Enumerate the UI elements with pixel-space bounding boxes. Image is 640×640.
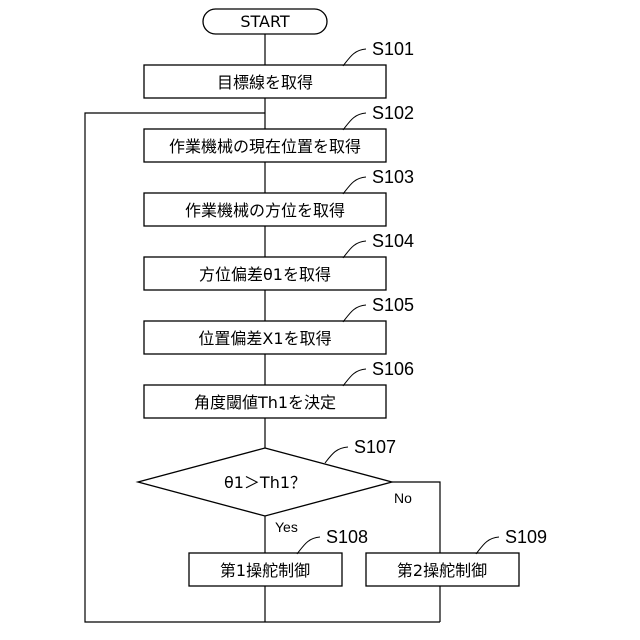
decision-s107: θ1＞Th1？ S107 [138, 437, 396, 516]
decision-s107-text: θ1＞Th1？ [224, 473, 306, 492]
step-s101: 目標線を取得 S101 [144, 39, 414, 98]
step-s102-id: S102 [372, 103, 414, 123]
step-s104-text: 方位偏差θ1を取得 [199, 265, 331, 284]
step-s103: 作業機械の方位を取得 S103 [144, 167, 414, 226]
step-s108: 第1操舵制御 S108 [189, 527, 368, 586]
start-label: START [240, 12, 290, 31]
step-s104: 方位偏差θ1を取得 S104 [144, 231, 414, 290]
decision-s107-id: S107 [354, 437, 396, 457]
step-s101-id: S101 [372, 39, 414, 59]
step-s102-text: 作業機械の現在位置を取得 [169, 137, 361, 156]
step-s108-text: 第1操舵制御 [220, 561, 310, 580]
step-s105-id: S105 [372, 295, 414, 315]
step-s108-id: S108 [326, 527, 368, 547]
step-s105-text: 位置偏差X1を取得 [198, 329, 331, 348]
yes-label: Yes [275, 519, 298, 535]
no-label: No [394, 490, 412, 506]
step-s103-id: S103 [372, 167, 414, 187]
start-terminal: START [203, 9, 327, 34]
step-s109-text: 第2操舵制御 [397, 561, 487, 580]
step-s104-id: S104 [372, 231, 414, 251]
step-s109: 第2操舵制御 S109 [366, 527, 547, 586]
step-s106: 角度閾値Th1を決定 S106 [144, 359, 414, 418]
step-s109-id: S109 [505, 527, 547, 547]
step-s103-text: 作業機械の方位を取得 [185, 201, 345, 220]
step-s105: 位置偏差X1を取得 S105 [144, 295, 414, 354]
step-s106-id: S106 [372, 359, 414, 379]
step-s102: 作業機械の現在位置を取得 S102 [144, 103, 414, 162]
step-s101-text: 目標線を取得 [217, 73, 313, 92]
step-s106-text: 角度閾値Th1を決定 [194, 393, 336, 412]
